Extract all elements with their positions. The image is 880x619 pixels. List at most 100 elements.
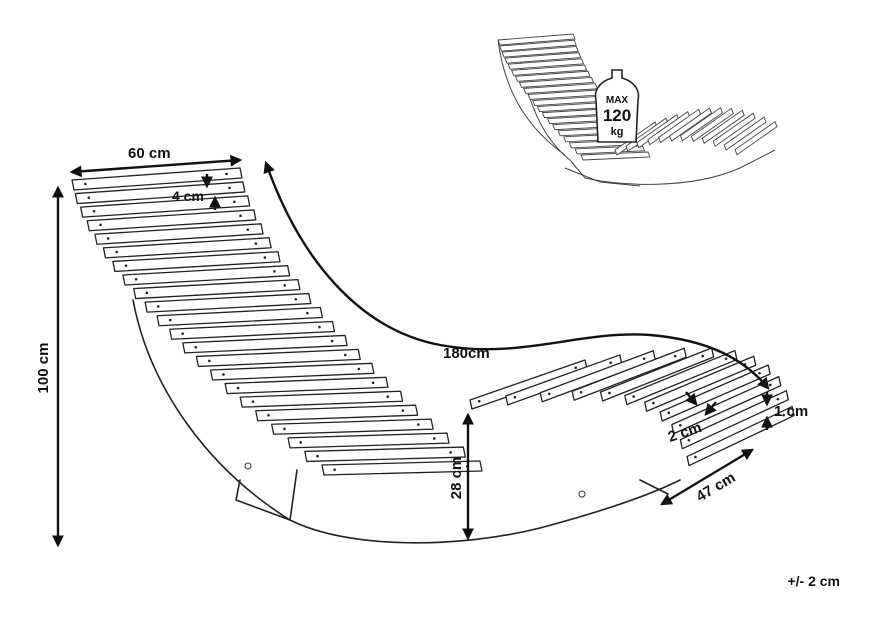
screw-hole [432,437,436,440]
screw-hole [115,250,119,254]
screw-hole [679,423,682,427]
screw-hole [357,367,361,371]
weight-icon: MAX 120 kg [594,69,640,143]
slat-gap-arrow-top [685,391,698,406]
screw-hole [273,270,276,273]
screw-hole [673,354,677,358]
screw-hole [701,354,705,358]
footrest-slat [671,375,782,435]
seat-height-label: 28 cm [448,457,465,500]
screw-hole [87,196,91,199]
screw-hole [449,451,452,454]
screw-hole [124,264,128,267]
screw-hole [283,427,286,431]
screw-hole [642,357,646,360]
screw-hole [768,383,772,387]
screw-hole [84,182,87,186]
tolerance-note: +/- 2 cm [787,573,840,589]
screw-hole [305,311,309,315]
screw-hole [477,400,481,403]
screw-hole [294,297,298,301]
backrest-slat [304,446,466,463]
screw-hole [181,332,184,335]
backrest-slat [209,362,375,381]
screw-hole [652,401,655,405]
slat-gap-arrow-bottom [704,401,717,416]
screw-hole [194,345,198,349]
preview-slat [723,116,767,151]
preview-slat [507,58,585,70]
screw-hole [776,397,780,401]
footrest-width-label: 47 cm [693,469,738,505]
screw-hole [333,468,336,471]
screw-hole [724,357,728,360]
preview-slat [712,112,756,147]
screw-hole [236,386,240,390]
backrest-slat [80,195,251,218]
backrest-slat [224,376,389,395]
backrest-slat [321,460,483,476]
slat-width-label: 4 cm [172,188,204,204]
screw-hole [609,361,612,365]
screw-hole [299,441,303,444]
screw-hole [694,455,697,459]
screw-hole [316,454,319,458]
screw-hole [318,325,321,329]
screw-hole [156,305,160,308]
screw-hole [267,413,270,417]
width-label: 60 cm [128,145,171,162]
screw-hole [239,214,242,218]
preview-slat [501,45,579,58]
screw-hole [632,395,635,398]
max-load-label: MAX [606,95,629,106]
backrest-slat [94,223,264,245]
screw-hole [417,423,420,426]
screw-hole [208,359,211,363]
preview-slat [511,64,588,76]
screw-hole [782,413,785,417]
preview-slat [679,106,724,142]
screw-hole [283,284,287,287]
screw-hole [758,371,761,375]
screw-hole [92,209,96,213]
screw-hole [547,392,551,396]
length-arrow [263,160,770,390]
slat-thickness-label: 1 cm [774,403,808,420]
screw-hole [246,228,250,231]
preview-slat [690,107,734,143]
screw-hole [667,411,671,415]
screw-hole [233,200,236,204]
lounger-illustration [71,167,795,544]
preview-slat [504,52,582,64]
preview-slat [518,77,595,88]
screw-hole [263,256,267,259]
width-arrow [69,154,243,178]
preview-slat [514,70,591,82]
backrest-slat [287,432,450,449]
backrest-slat [239,390,404,408]
screw-hole [254,242,258,245]
height-label: 100 cm [35,343,52,394]
screw-hole [99,223,102,227]
screw-hole [513,395,517,399]
preview-lounger-illustration: MAX 120 kg [497,33,778,187]
backrest-slat [271,418,434,435]
screw-hole [579,390,583,394]
screw-hole [371,381,375,385]
screw-hole [106,237,110,240]
preview-slat [497,33,576,46]
preview-slat [580,151,651,161]
preview-slat [668,107,713,142]
screw-hole [228,186,231,190]
max-load-value: 120 [603,106,631,125]
screw-hole [687,438,691,442]
preview-slat [498,39,577,52]
screw-hole [168,318,172,322]
screw-hole [574,366,578,370]
footrest-width-arrow [659,448,755,506]
backrest-slat [195,348,361,368]
backrest-slat [255,404,419,422]
max-load-unit: kg [611,126,624,138]
